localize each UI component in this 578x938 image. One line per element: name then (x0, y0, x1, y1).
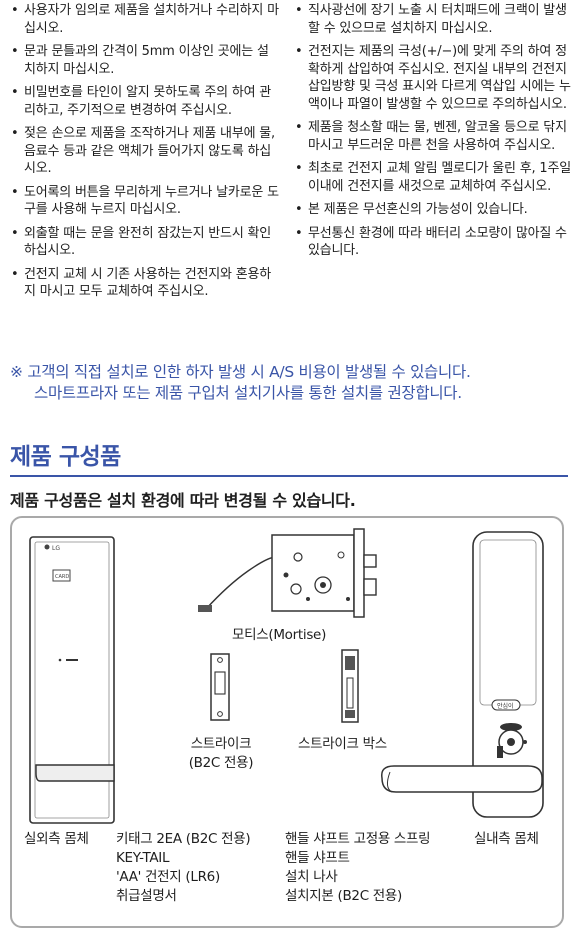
caution-item: 젖은 손으로 제품을 조작하거나 제품 내부에 물, 음료수 등과 같은 액체가… (10, 125, 280, 178)
indoor-body-illustration: 안심이 (381, 531, 544, 818)
card-label: CARD (55, 574, 69, 580)
strike-box-illustration (341, 649, 359, 723)
caution-item: 도어록의 버튼을 무리하게 누르거나 날카로운 도구를 사용해 누르지 마십시오… (10, 184, 280, 219)
accessories-list-a: 키태그 2EA (B2C 전용) KEY-TAIL 'AA' 건전지 (LR6)… (116, 830, 251, 906)
caution-item: 건전지는 제품의 극성(+/−)에 맞게 주의 하여 정확하게 삽입하여 주십시… (294, 43, 572, 113)
accessory-item: 핸들 샤프트 (285, 850, 350, 866)
caution-item: 최초로 건전지 교체 알림 멜로디가 울린 후, 1주일 이내에 건전지를 새것… (294, 160, 572, 195)
caution-item: 사용자가 임의로 제품을 설치하거나 수리하지 마십시오. (10, 2, 280, 37)
section-description: 제품 구성품은 설치 환경에 따라 변경될 수 있습니다. (10, 491, 356, 510)
accessory-item: 설치 나사 (285, 869, 338, 885)
caution-item: 건전지 교체 시 기존 사용하는 건전지와 혼용하지 마시고 모두 교체하여 주… (10, 266, 280, 301)
caution-item: 문과 문틀과의 간격이 5mm 이상인 곳에는 설치하지 마십시오. (10, 43, 280, 78)
accessory-item: KEY-TAIL (116, 850, 170, 866)
caution-item: 비밀번호를 타인이 알지 못하도록 주의 하여 관리하고, 주기적으로 변경하여… (10, 84, 280, 119)
mortise-label: 모티스(Mortise) (232, 627, 327, 643)
strike-illustration (210, 653, 230, 721)
safe-button-label: 안심이 (497, 702, 514, 710)
strike-box-label: 스트라이크 박스 (298, 736, 387, 752)
section-divider (10, 475, 568, 477)
accessory-item: 'AA' 건전지 (LR6) (116, 869, 220, 885)
caution-item: 직사광선에 장기 노출 시 터치패드에 크랙이 발생할 수 있으므로 설치하지 … (294, 2, 572, 37)
strike-label-line: 스트라이크 (190, 736, 252, 752)
section-title: 제품 구성품 (10, 444, 121, 470)
notice-line-1: ※ 고객의 직접 설치로 인한 하자 발생 시 A/S 비용이 발생될 수 있습… (10, 363, 471, 381)
caution-item: 본 제품은 무선혼신의 가능성이 있습니다. (294, 201, 572, 219)
strike-label: 스트라이크 (B2C 전용) (176, 735, 266, 773)
caution-list-right: 직사광선에 장기 노출 시 터치패드에 크랙이 발생할 수 있으므로 설치하지 … (294, 2, 572, 266)
accessory-item: 설치지본 (B2C 전용) (285, 888, 403, 904)
caution-item: 외출할 때는 문을 완전히 잠갔는지 반드시 확인하십시오. (10, 225, 280, 260)
outdoor-body-label: 실외측 몸체 (24, 831, 89, 847)
accessory-item: 취급설명서 (116, 888, 177, 904)
components-panel (10, 516, 564, 928)
accessory-item: 핸들 샤프트 고정용 스프링 (285, 831, 431, 847)
accessories-list-b: 핸들 샤프트 고정용 스프링 핸들 샤프트 설치 나사 설치지본 (B2C 전용… (285, 830, 431, 906)
caution-list-left: 사용자가 임의로 제품을 설치하거나 수리하지 마십시오. 문과 문틀과의 간격… (10, 2, 280, 307)
notice-line-2: 스마트프라자 또는 제품 구입처 설치기사를 통한 설치를 권장합니다. (34, 384, 462, 402)
caution-item: 무선통신 환경에 따라 배터리 소모량이 많아질 수 있습니다. (294, 225, 572, 260)
caution-item: 제품을 청소할 때는 물, 벤젠, 알코올 등으로 닦지 마시고 부드러운 마른… (294, 119, 572, 154)
accessory-item: 키태그 2EA (B2C 전용) (116, 831, 251, 847)
lg-logo: LG (52, 545, 60, 552)
outdoor-body-illustration: LG CARD (29, 536, 115, 824)
mortise-illustration (198, 528, 377, 618)
indoor-body-label: 실내측 몸체 (474, 831, 539, 847)
strike-label-line: (B2C 전용) (188, 755, 254, 771)
installation-notice: ※ 고객의 직접 설치로 인한 하자 발생 시 A/S 비용이 발생될 수 있습… (10, 362, 570, 404)
